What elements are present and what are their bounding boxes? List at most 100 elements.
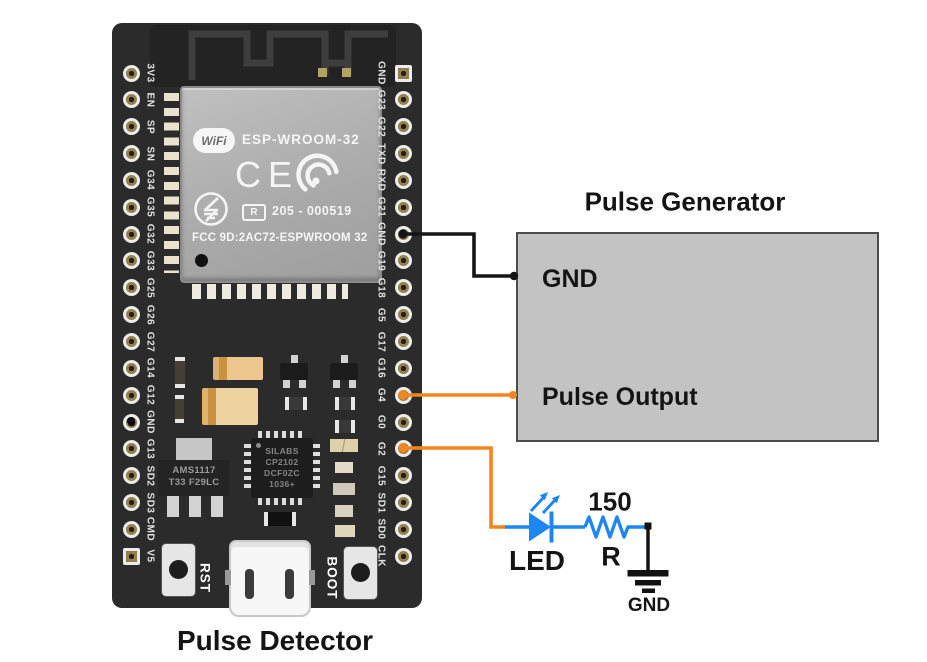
resistor-smd	[285, 397, 307, 410]
regulator-text: T33 F29LC	[168, 477, 220, 488]
espressif-logo-icon	[296, 153, 339, 192]
r-mark: R	[242, 204, 266, 221]
pin-label-g21-right: G21	[375, 197, 387, 218]
generator-gnd-label: GND	[542, 265, 598, 293]
pin-hole-g2-right	[394, 440, 412, 458]
capacitor-smd	[335, 525, 355, 537]
pin-hole-g21-right	[394, 198, 412, 216]
wifi-logo: WiFi	[193, 128, 235, 153]
voltage-regulator: AMS1117 T33 F29LC	[158, 460, 230, 517]
pin-hole-sd3-left	[122, 494, 140, 512]
resistor-value-label: 150	[588, 486, 632, 517]
led-arrow-2	[541, 497, 558, 515]
chip-text: SILABS	[265, 446, 299, 456]
chip-text: 1036+	[269, 479, 295, 489]
pin-hole-g14-left	[122, 359, 140, 377]
pin-label-g0-right: G0	[375, 414, 387, 430]
pin-hole-g22-right	[394, 118, 412, 136]
generator-title: Pulse Generator	[584, 186, 786, 217]
reset-button	[162, 544, 195, 596]
ground-icon	[627, 522, 669, 593]
boot-button-cap	[351, 563, 370, 582]
smd-block	[176, 438, 212, 463]
pin-hole-sp-left	[122, 118, 140, 136]
generator-output-label: Pulse Output	[542, 383, 698, 411]
resistor-smd	[175, 395, 184, 423]
pin-hole-g26-left	[122, 306, 140, 324]
pin-label-g2-right: G2	[375, 441, 387, 457]
pin-hole-en-left	[122, 91, 140, 109]
reset-button-cap	[169, 560, 188, 579]
pin-hole-g13-left	[122, 440, 140, 458]
module-name: ESP-WROOM-32	[242, 132, 360, 147]
pin-label-sd0-right: SD0	[375, 518, 387, 540]
resistor-name-label: R	[601, 541, 621, 572]
pin-label-clk-right: CLK	[375, 545, 387, 568]
pin-hole-sn-left	[122, 145, 140, 163]
pin-hole-g32-left	[122, 225, 140, 243]
ce-mark: CE	[235, 154, 300, 195]
pin-hole-sd2-left	[122, 467, 140, 485]
pin-hole-gnd-right	[394, 225, 412, 243]
pin-hole-g23-right	[394, 91, 412, 109]
pin-hole-g15-right	[394, 467, 412, 485]
led-arrow-1	[529, 495, 546, 513]
pin-hole-g34-left	[122, 171, 140, 189]
capacitor-smd	[335, 505, 353, 517]
pin-label-sd1-right: SD1	[375, 492, 387, 514]
pin-hole-v5-left	[122, 547, 140, 565]
regulator-text: AMS1117	[172, 465, 216, 476]
board: WiFi ESP-WROOM-32 CE R 205 - 000519 FCC …	[112, 23, 422, 617]
pin-label-gnd-right: GND	[375, 61, 387, 85]
pin-hole-g16-right	[394, 359, 412, 377]
resistor-icon	[583, 515, 648, 539]
pin-label-g15-right: G15	[375, 465, 387, 486]
pin-hole-g25-left	[122, 279, 140, 297]
pin-hole-rxd-right	[394, 171, 412, 189]
pin-hole-sd1-right	[394, 494, 412, 512]
pin-hole-g4-right	[394, 386, 412, 404]
pin-label-gnd-right: GND	[375, 222, 387, 246]
pin1-dot	[195, 254, 208, 267]
esp-module-shield: WiFi ESP-WROOM-32 CE R 205 - 000519 FCC …	[180, 86, 382, 283]
pcb-antenna-icon	[150, 25, 396, 87]
pin-hole-3v3-left	[122, 64, 140, 82]
transistor	[330, 355, 358, 388]
board-caption: Pulse Detector	[176, 625, 374, 656]
pin-label-g19-right: G19	[375, 250, 387, 272]
led-label: LED	[509, 545, 565, 576]
transistor	[280, 355, 308, 388]
cert-number: 205 - 000519	[272, 204, 352, 218]
pin-label-g4-right: G4	[375, 388, 387, 403]
pin-hole-g5-right	[394, 306, 412, 324]
chip-text: DCF0ZC	[264, 468, 300, 478]
generator-box: GND Pulse Output	[516, 232, 879, 442]
pin-label-rxd-right: RXD	[375, 169, 387, 192]
pin-hole-sd0-right	[394, 520, 412, 538]
fcc-text: FCC 9D:2AC72-ESPWROOM 32	[192, 232, 368, 244]
pin-hole-g17-right	[394, 333, 412, 350]
resistor-smd	[175, 357, 185, 388]
pin-label-g16-right: G16	[375, 358, 387, 379]
boot-button	[344, 547, 377, 599]
pin-hole-g27-left	[122, 333, 140, 350]
pin-label-g5-right: G5	[375, 307, 387, 322]
pin-hole-g0-right	[394, 413, 412, 431]
capacitor-smd	[333, 483, 355, 495]
micro-usb-port	[225, 540, 315, 617]
pin-hole-g19-right	[394, 252, 412, 270]
led-arrow-2-head	[551, 495, 560, 504]
pin-hole-g33-left	[122, 252, 140, 270]
resistor-smd	[335, 420, 355, 433]
usb-uart-chip: SILABS CP2102 DCF0ZC 1036+	[244, 431, 320, 505]
pin-hole-gnd-right	[394, 64, 412, 82]
pin-hole-cmd-left	[122, 520, 140, 538]
pin-label-g22-right: G22	[375, 116, 387, 137]
fuse	[330, 439, 358, 452]
pin-label-g23-right: G23	[375, 89, 387, 111]
pin-hole-clk-right	[394, 547, 412, 565]
pin-label-txd-right: TXD	[375, 142, 387, 165]
